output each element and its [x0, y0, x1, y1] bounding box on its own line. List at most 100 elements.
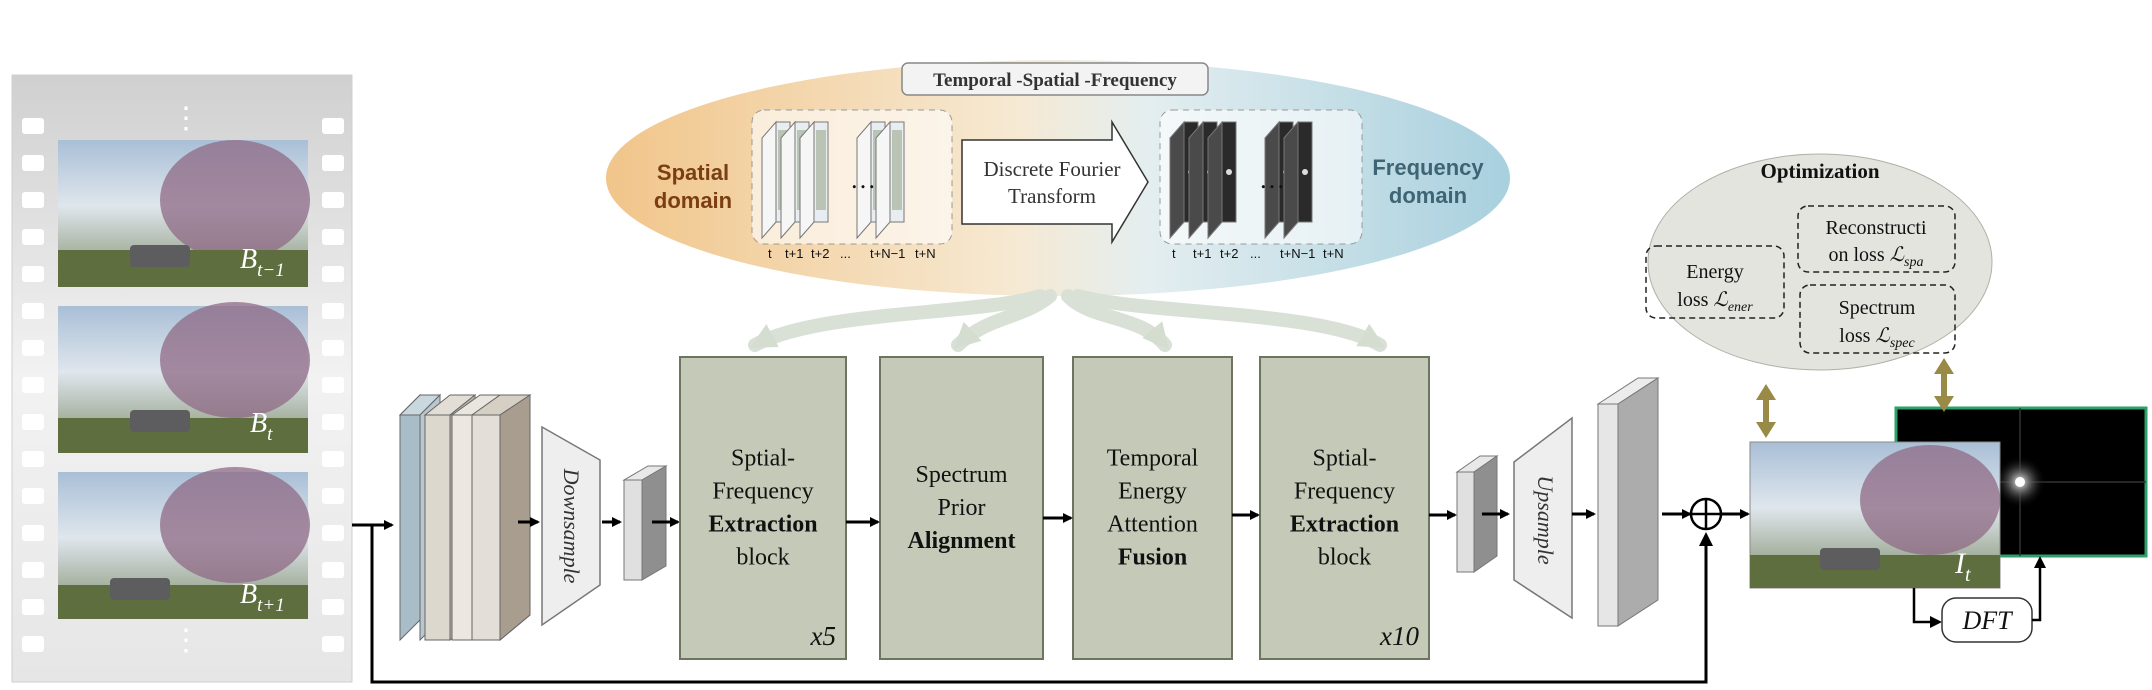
- sprocket-hole: [22, 488, 44, 504]
- film-dots-top: ⋮: [171, 102, 201, 135]
- stack-frame-side: [1207, 120, 1223, 240]
- frequency-domain-label-2: domain: [1389, 183, 1467, 208]
- dft-arrow-line2: Transform: [1008, 184, 1096, 208]
- stack-frame-side: [875, 120, 891, 240]
- sprocket-hole: [22, 451, 44, 467]
- sprocket-hole: [322, 562, 344, 578]
- frame-label-b-t-minus-1: Bt−1: [240, 244, 285, 281]
- block-extraction-2-line: Sptial-: [1313, 446, 1377, 472]
- block-extraction-2-line: Frequency: [1294, 479, 1395, 505]
- spatial-stack-ellipsis: …: [850, 165, 876, 194]
- spatial-index-tn: t+N: [915, 246, 936, 261]
- spatial-index-labels: t t+1 t+2 ... t+N−1 t+N: [768, 246, 936, 261]
- block-alignment-line: Spectrum: [916, 462, 1008, 488]
- skip-connection: [370, 525, 1708, 684]
- dft-block-arrow: [961, 119, 1149, 245]
- sprocket-hole: [22, 303, 44, 319]
- stack-frame-side: [799, 120, 815, 240]
- sprocket-hole: [322, 266, 344, 282]
- spectrum-peak: [1302, 169, 1308, 175]
- tsf-domain-panel: Temporal -Spatial -Frequency Spatial dom…: [606, 60, 1510, 296]
- sprocket-hole: [22, 229, 44, 245]
- stack-frame-side: [761, 120, 777, 240]
- dft-to-spectrum-line: [2032, 566, 2042, 622]
- tsf-banner-label: Temporal -Spatial -Frequency: [933, 70, 1177, 91]
- sprocket-hole: [322, 414, 344, 430]
- block-extraction-2-repeat: x10: [1379, 621, 1419, 651]
- reconstruction-loss-box: [1797, 205, 1956, 273]
- frequency-index-t: t: [1172, 246, 1176, 261]
- block-fusion-line: Energy: [1118, 479, 1187, 505]
- output-image: It: [1749, 441, 2001, 589]
- block-fusion-line: Attention: [1107, 512, 1198, 538]
- block-extraction-1-box: [679, 356, 847, 660]
- sprocket-hole: [22, 340, 44, 356]
- spatial-index-t2: t+2: [811, 246, 829, 261]
- reconstruction-loss-line2: on loss ℒspa: [1829, 244, 1924, 270]
- spatial-index-t1: t+1: [785, 246, 803, 261]
- frame-content: [892, 130, 902, 210]
- frequency-frame-stack: [1169, 120, 1313, 240]
- sprocket-hole: [22, 155, 44, 171]
- film-frame-2: Bt: [58, 302, 310, 453]
- output-label: It: [1954, 547, 1971, 586]
- spectrum-loss-box: [1799, 284, 1956, 354]
- main-blocks: Sptial-FrequencyExtractionblockx5Spectru…: [679, 356, 1430, 660]
- spatial-index-t: t: [768, 246, 772, 261]
- prior-fanout-arrows: [748, 289, 1387, 352]
- frequency-stack-ellipsis: …: [1259, 165, 1285, 194]
- sprocket-hole: [22, 525, 44, 541]
- sprocket-hole: [322, 451, 344, 467]
- frequency-index-t1: t+1: [1193, 246, 1211, 261]
- sprocket-hole: [22, 599, 44, 615]
- block-extraction-1-line: block: [736, 545, 789, 571]
- spatial-index-dots: ...: [840, 246, 851, 261]
- tsf-banner: [901, 62, 1209, 96]
- block-alignment-line: Alignment: [908, 528, 1016, 554]
- optimization-panel: Optimization Reconstructi on loss ℒspa E…: [1645, 153, 1993, 371]
- upsampled-feature: [1596, 377, 1660, 627]
- block-extraction-2-line: block: [1318, 545, 1371, 571]
- optimization-title: Optimization: [1761, 159, 1880, 183]
- block-fusion-line: Fusion: [1118, 545, 1187, 571]
- frame-label-b-t: Bt: [250, 408, 273, 445]
- frame-content: [816, 130, 826, 210]
- block-alignment-line: Prior: [938, 495, 986, 521]
- sprocket-hole: [22, 377, 44, 393]
- upsample-label: Upsample: [1533, 475, 1558, 564]
- spatial-index-tn1: t+N−1: [870, 246, 905, 261]
- stack-frame-side: [1188, 120, 1204, 240]
- output-to-dft-arrowhead: [1930, 616, 1942, 628]
- frequency-domain-label-1: Frequency: [1372, 155, 1484, 180]
- dft-arrow-line1: Discrete Fourier: [983, 157, 1120, 181]
- sprocket-hole: [22, 636, 44, 652]
- film-frame-3: Bt+1: [58, 467, 310, 619]
- skip-arrowhead: [1699, 532, 1713, 546]
- sprocket-hole: [22, 562, 44, 578]
- sprocket-hole: [322, 303, 344, 319]
- energy-loss-box: [1645, 245, 1785, 319]
- frequency-index-t2: t+2: [1220, 246, 1238, 261]
- input-feature-stack: [398, 393, 532, 642]
- sprocket-hole: [322, 488, 344, 504]
- spectrum-peak: [1226, 169, 1232, 175]
- sprocket-hole: [322, 340, 344, 356]
- frequency-index-labels: t t+1 t+2 ... t+N−1 t+N: [1172, 246, 1344, 261]
- sprocket-hole: [322, 636, 344, 652]
- block-extraction-2-box: [1259, 356, 1430, 660]
- stack-frame-side: [780, 120, 796, 240]
- sprocket-hole: [22, 118, 44, 134]
- sprocket-hole: [322, 525, 344, 541]
- block-extraction-2-line: Extraction: [1290, 512, 1399, 538]
- block-fusion-box: [1072, 356, 1233, 660]
- stack-frame-side: [1283, 120, 1299, 240]
- spatial-domain-label-2: domain: [654, 188, 732, 213]
- block-fusion-line: Temporal: [1107, 446, 1199, 472]
- frequency-index-tn: t+N: [1323, 246, 1344, 261]
- block-alignment-box: [879, 356, 1044, 660]
- block-extraction-1-line: Extraction: [708, 512, 817, 538]
